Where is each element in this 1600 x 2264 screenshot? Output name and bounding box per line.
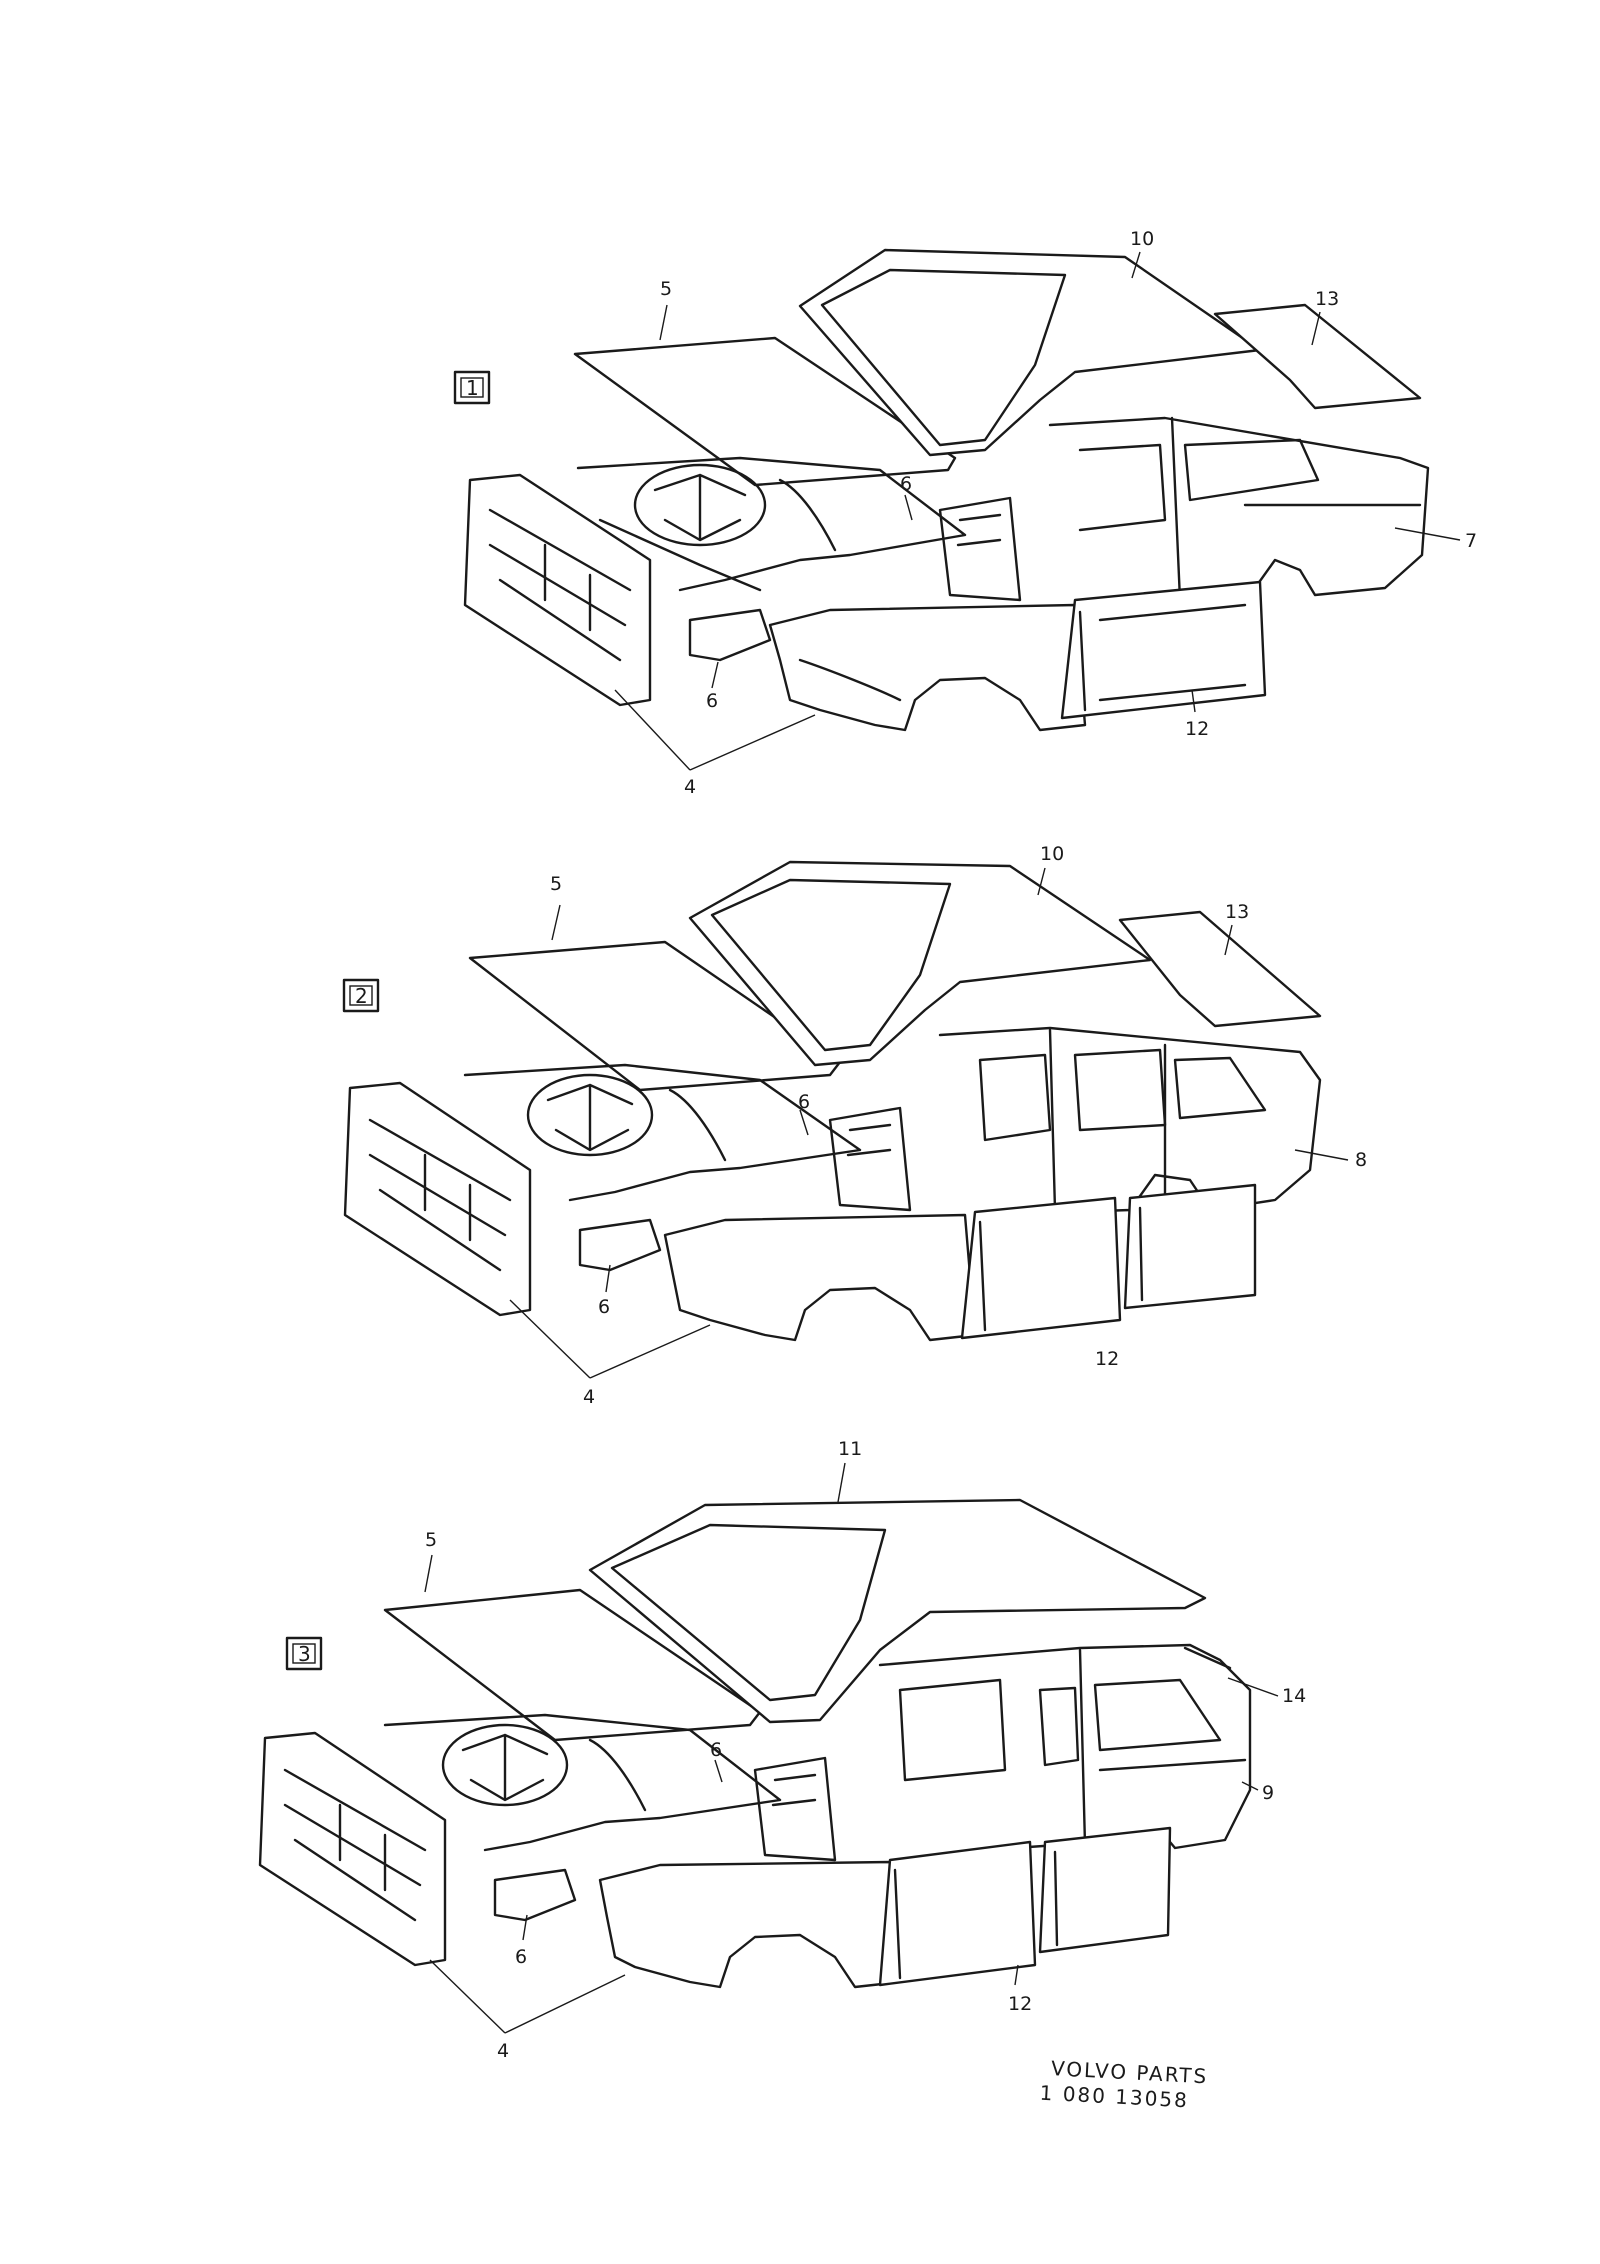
callout-label: 14 bbox=[1282, 1685, 1306, 1707]
figure-3-number: 3 bbox=[298, 1642, 311, 1666]
callout-label: 6 bbox=[900, 473, 912, 495]
callout-label: 6 bbox=[515, 1946, 527, 1968]
figure-3: 3 11 5 14 6 9 6 12 4 bbox=[258, 1438, 1306, 2062]
callout-label: 4 bbox=[684, 776, 696, 798]
callout-label: 6 bbox=[710, 1739, 722, 1761]
figure-3-number-box bbox=[285, 1636, 323, 1671]
callout-label: 13 bbox=[1315, 288, 1339, 310]
callout-label: 4 bbox=[583, 1386, 595, 1408]
figure-2-number: 2 bbox=[355, 984, 368, 1008]
figure-2-drawing bbox=[343, 860, 1349, 1379]
callout-label: 12 bbox=[1095, 1348, 1119, 1370]
figure-1-number: 1 bbox=[466, 376, 479, 400]
callout-label: 8 bbox=[1355, 1149, 1367, 1171]
callout-label: 7 bbox=[1465, 530, 1477, 552]
callout-label: 11 bbox=[838, 1438, 862, 1460]
figure-1: 1 10 5 13 6 7 6 12 4 bbox=[453, 228, 1477, 798]
callout-label: 10 bbox=[1130, 228, 1154, 250]
callout-label: 5 bbox=[550, 873, 562, 895]
figure-3-drawing bbox=[258, 1462, 1279, 2034]
figure-1-drawing bbox=[463, 248, 1461, 771]
callout-label: 6 bbox=[798, 1091, 810, 1113]
callout-label: 6 bbox=[598, 1296, 610, 1318]
callout-label: 10 bbox=[1040, 843, 1064, 865]
callout-label: 12 bbox=[1185, 718, 1209, 740]
callout-label: 5 bbox=[425, 1529, 437, 1551]
figure-2: 2 10 5 13 6 8 6 12 4 bbox=[342, 843, 1367, 1408]
footer: VOLVO PARTS 1 080 13058 bbox=[1039, 2056, 1209, 2112]
callout-label: 6 bbox=[706, 690, 718, 712]
callout-label: 4 bbox=[497, 2040, 509, 2062]
callout-label: 9 bbox=[1262, 1782, 1274, 1804]
callout-label: 5 bbox=[660, 278, 672, 300]
callout-label: 12 bbox=[1008, 1993, 1032, 2015]
callout-label: 13 bbox=[1225, 901, 1249, 923]
